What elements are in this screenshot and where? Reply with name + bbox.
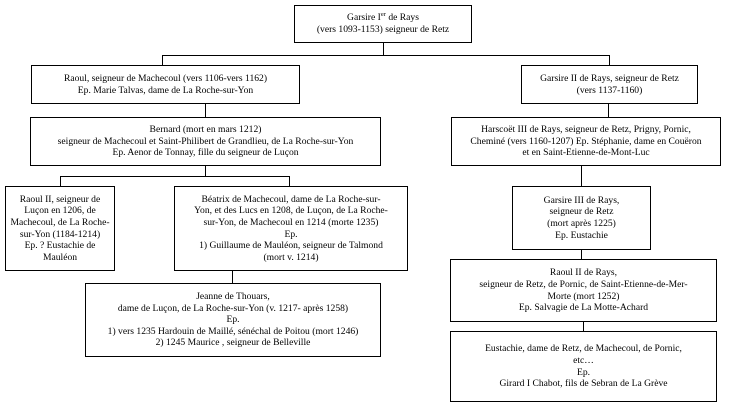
node-beatrix: Béatrix de Machecoul, dame de La Roche-s… <box>174 186 408 271</box>
node-harscoet-line-3: et en Saint-Etienne-de-Mont-Luc <box>522 147 650 159</box>
node-garsire-3-line-1: Garsire III de Rays, <box>543 194 620 206</box>
node-jeanne-line-1: Jeanne de Thouars, <box>196 291 270 303</box>
node-garsire-3: Garsire III de Rays, seigneur de Retz (m… <box>512 186 651 250</box>
node-jeanne-line-4: 1) vers 1235 Hardouin de Maillé, sénécha… <box>107 325 359 337</box>
node-raoul-2-retz-line-2: seigneur de Retz, de Pornic, de Saint-Et… <box>479 278 688 290</box>
node-beatrix-line-2: Yon, et des Lucs en 1208, de Luçon, de L… <box>194 205 388 217</box>
node-raoul-line-2: Ep. Marie Talvas, dame de La Roche-sur-Y… <box>77 84 254 96</box>
node-raoul-2-lucon-line-2: Luçon en 1206, de <box>24 205 96 217</box>
node-raoul-line-1: Raoul, seigneur de Machecoul (vers 1106-… <box>63 72 268 84</box>
node-harscoet-line-1: Harscoët III de Rays, seigneur de Retz, … <box>481 124 691 136</box>
node-jeanne: Jeanne de Thouars, dame de Luçon, de La … <box>85 283 381 357</box>
node-garsire-1-name: Garsire Ier de Rays <box>347 11 419 24</box>
node-garsire-3-line-3: (mort après 1225) <box>547 218 616 229</box>
node-beatrix-line-1: Béatrix de Machecoul, dame de La Roche-s… <box>201 193 381 205</box>
node-raoul-2-retz: Raoul II de Rays, seigneur de Retz, de P… <box>450 259 717 322</box>
node-raoul-2-lucon-line-5: Ep. ? Eustachie de <box>24 240 96 252</box>
node-garsire-3-line-2: seigneur de Retz <box>549 206 614 218</box>
node-jeanne-line-2: dame de Luçon, de La Roche-sur-Yon (v. 1… <box>117 302 349 314</box>
node-bernard-line-1: Bernard (mort en mars 1212) <box>149 124 262 136</box>
node-beatrix-line-3: sur-Yon, de Machecoul en 1214 (morte 123… <box>203 216 379 228</box>
node-raoul: Raoul, seigneur de Machecoul (vers 1106-… <box>31 65 300 104</box>
node-beatrix-line-6: (mort v. 1214) <box>263 251 319 263</box>
node-eustachie-line-1: Eustachie, dame de Retz, de Machecoul, d… <box>485 343 682 355</box>
node-bernard-line-2: seigneur de Machecoul et Saint-Philibert… <box>57 135 354 147</box>
node-garsire-1: Garsire Ier de Rays (vers 1093-1153) sei… <box>294 5 472 43</box>
node-raoul-2-lucon-line-3: Machecoul, de La Roche- <box>10 216 110 228</box>
node-eustachie: Eustachie, dame de Retz, de Machecoul, d… <box>450 331 717 402</box>
node-garsire-1-line-2: (vers 1093-1153) seigneur de Retz <box>316 24 450 35</box>
node-garsire-2: Garsire II de Rays, seigneur de Retz (ve… <box>521 65 698 104</box>
node-raoul-2-retz-line-3: Morte (mort 1252) <box>547 290 620 302</box>
node-bernard-line-3: Ep. Aenor de Tonnay, fille du seigneur d… <box>112 147 299 159</box>
node-bernard: Bernard (mort en mars 1212) seigneur de … <box>30 117 381 166</box>
node-eustachie-line-3: Ep. <box>576 366 591 378</box>
node-raoul-2-lucon-line-6: Mauléon <box>42 251 78 263</box>
node-raoul-2-retz-line-4: Ep. Salvagie de La Motte-Achard <box>518 302 649 314</box>
node-raoul-2-lucon: Raoul II, seigneur de Luçon en 1206, de … <box>5 186 115 271</box>
node-garsire-2-line-2: (vers 1137-1160) <box>576 84 643 96</box>
node-raoul-2-lucon-line-4: sur-Yon (1184-1214) <box>19 228 101 240</box>
node-raoul-2-lucon-line-1: Raoul II, seigneur de <box>19 193 101 205</box>
node-beatrix-line-4: Ep. <box>284 228 298 240</box>
node-harscoet-line-2: Cheminé (vers 1160-1207) Ep. Stéphanie, … <box>470 135 702 147</box>
node-jeanne-line-5: 2) 1245 Maurice , seigneur de Belleville <box>155 337 311 349</box>
node-garsire-2-line-1: Garsire II de Rays, seigneur de Retz <box>540 72 679 84</box>
node-beatrix-line-5: 1) Guillaume de Mauléon, seigneur de Tal… <box>199 240 383 252</box>
node-garsire-3-line-4: Ep. Eustachie <box>555 229 608 241</box>
node-eustachie-line-2: etc… <box>573 354 594 366</box>
node-raoul-2-retz-line-1: Raoul II de Rays, <box>549 267 618 279</box>
node-jeanne-line-3: Ep. <box>226 314 240 326</box>
node-eustachie-line-4: Girard I Chabot, fils de Sebran de La Gr… <box>499 378 668 390</box>
node-harscoet: Harscoët III de Rays, seigneur de Retz, … <box>451 117 721 166</box>
